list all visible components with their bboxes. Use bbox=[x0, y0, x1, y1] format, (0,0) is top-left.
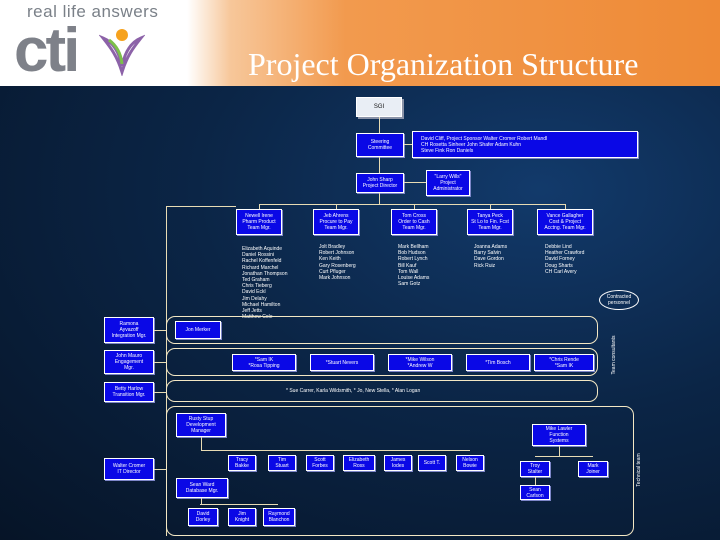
developer-box: Nelson Bowie bbox=[456, 455, 484, 471]
steering-members: David Cliff, Project Sponsor Walter Crom… bbox=[421, 135, 548, 154]
team-lead-box: Vance Gallagher Cost & Project Acctng. T… bbox=[537, 209, 593, 235]
sgi-box: SGI bbox=[356, 97, 402, 117]
developer-box: Scott T. bbox=[418, 455, 446, 471]
steering-members-box: David Cliff, Project Sponsor Walter Crom… bbox=[412, 131, 638, 158]
developer-box: Tim Stuart bbox=[268, 455, 296, 471]
team-members-list: Jolt Bradley Robert Johnson Ken Keith Ga… bbox=[319, 244, 356, 282]
connector bbox=[154, 469, 166, 470]
team-lead-box: Jeb Ahrens Procure to Pay Team Mgr. bbox=[313, 209, 359, 235]
team-members-list: Mark Bellham Bob Hudson Robert Lynch Bil… bbox=[398, 244, 430, 288]
database-member-box: David Dorley bbox=[188, 508, 218, 526]
developer-box: James Iodes bbox=[384, 455, 412, 471]
brand-mark-icon bbox=[99, 29, 145, 76]
connector bbox=[379, 157, 380, 173]
connector bbox=[336, 204, 337, 209]
connector bbox=[201, 437, 202, 450]
brand-logo-text: cti bbox=[14, 16, 80, 85]
integration-member-box: Jon Merker bbox=[175, 321, 221, 339]
infrastructure-member-box: Mark Joiner bbox=[578, 461, 608, 477]
team-consultants-label: Team consultants bbox=[611, 335, 617, 375]
contracted-personnel-oval: Contracted personnel bbox=[599, 290, 639, 310]
project-administrator-box: "Larry Wills" Project Administrator bbox=[426, 170, 470, 196]
team-members-list: Elizabeth Aquinde Daniel Rossini Rachel … bbox=[242, 246, 288, 321]
connector bbox=[154, 362, 166, 363]
side-role-box: Betty Harlow Transition Mgr. bbox=[104, 382, 154, 402]
steering-committee-box: Steering Committee bbox=[356, 133, 404, 157]
connector bbox=[201, 498, 202, 504]
tagline: real life answers bbox=[27, 2, 159, 21]
connector bbox=[379, 193, 380, 204]
transition-band bbox=[166, 380, 598, 402]
connector bbox=[535, 477, 536, 485]
page-title: Project Organization Structure bbox=[248, 46, 639, 82]
engagement-member-box: *Mike Wilson *Andrew W bbox=[388, 354, 452, 371]
developer-box: Scott Forbes bbox=[306, 455, 334, 471]
technical-team-label: Technical team bbox=[636, 453, 642, 487]
development-manager-box: Rusty Stup Development Manager bbox=[176, 413, 226, 437]
team-members-list: Joanna Adams Barry Salvin Dave Gordon Ri… bbox=[474, 244, 508, 269]
connector bbox=[154, 392, 166, 393]
connector bbox=[490, 204, 491, 209]
team-members-list: Debbie Lind Heather Crawford David Forne… bbox=[545, 244, 585, 275]
connector bbox=[166, 206, 236, 207]
developer-box: Tracy Bakke bbox=[228, 455, 256, 471]
connector bbox=[414, 204, 415, 209]
side-role-box: John Mauro Engagement Mgr. bbox=[104, 350, 154, 374]
project-director-box: John Sharp Project Director bbox=[356, 173, 404, 193]
infrastructure-member-box: Sean Carlson bbox=[520, 485, 550, 500]
connector bbox=[404, 182, 426, 183]
team-lead-box: Newell Irene Pharm Product Team Mgr. bbox=[236, 209, 282, 235]
engagement-member-box: *Chris Rende *Sam IK bbox=[534, 354, 594, 371]
side-role-box: Ramona Ayvazoff Integration Mgr. bbox=[104, 317, 154, 343]
connector bbox=[379, 117, 380, 133]
connector bbox=[565, 204, 566, 209]
engagement-member-box: *Tim Bosch bbox=[466, 354, 530, 371]
connector bbox=[404, 144, 412, 145]
developer-box: Elizabeth Ross bbox=[343, 455, 375, 471]
systems-band bbox=[166, 406, 634, 536]
header-banner: real life answers cti Project Organizati… bbox=[0, 0, 720, 86]
connector bbox=[535, 456, 593, 457]
infrastructure-manager-box: Mike Lawler Function Systems bbox=[532, 424, 586, 446]
engagement-member-box: *Stuart Nevers bbox=[310, 354, 374, 371]
team-lead-box: Tanya Peck St Lo to Fin. Fcst Team Mgr. bbox=[467, 209, 513, 235]
team-lead-box: Tom Cross Order to Cash Team Mgr. bbox=[391, 209, 437, 235]
engagement-member-box: *Sam IK *Rosa Tipping bbox=[232, 354, 296, 371]
database-manager-box: Sean Ward Database Mgr. bbox=[176, 478, 228, 498]
connector bbox=[559, 446, 560, 456]
integration-band bbox=[166, 316, 598, 344]
connector bbox=[154, 330, 166, 331]
side-role-box: Walter Cromer IT Director bbox=[104, 458, 154, 480]
database-member-box: Jim Knight bbox=[228, 508, 256, 526]
team-bus bbox=[259, 204, 566, 205]
infrastructure-member-box: Troy Stalter bbox=[520, 461, 550, 477]
systems-bus bbox=[201, 450, 470, 451]
connector bbox=[259, 204, 260, 209]
database-member-box: Raymond Blanchon bbox=[263, 508, 295, 526]
connector bbox=[200, 504, 278, 505]
transition-members: * Sue Carrer, Karla Wildsmith, * Jo, New… bbox=[286, 388, 421, 394]
engagement-band bbox=[166, 348, 598, 376]
